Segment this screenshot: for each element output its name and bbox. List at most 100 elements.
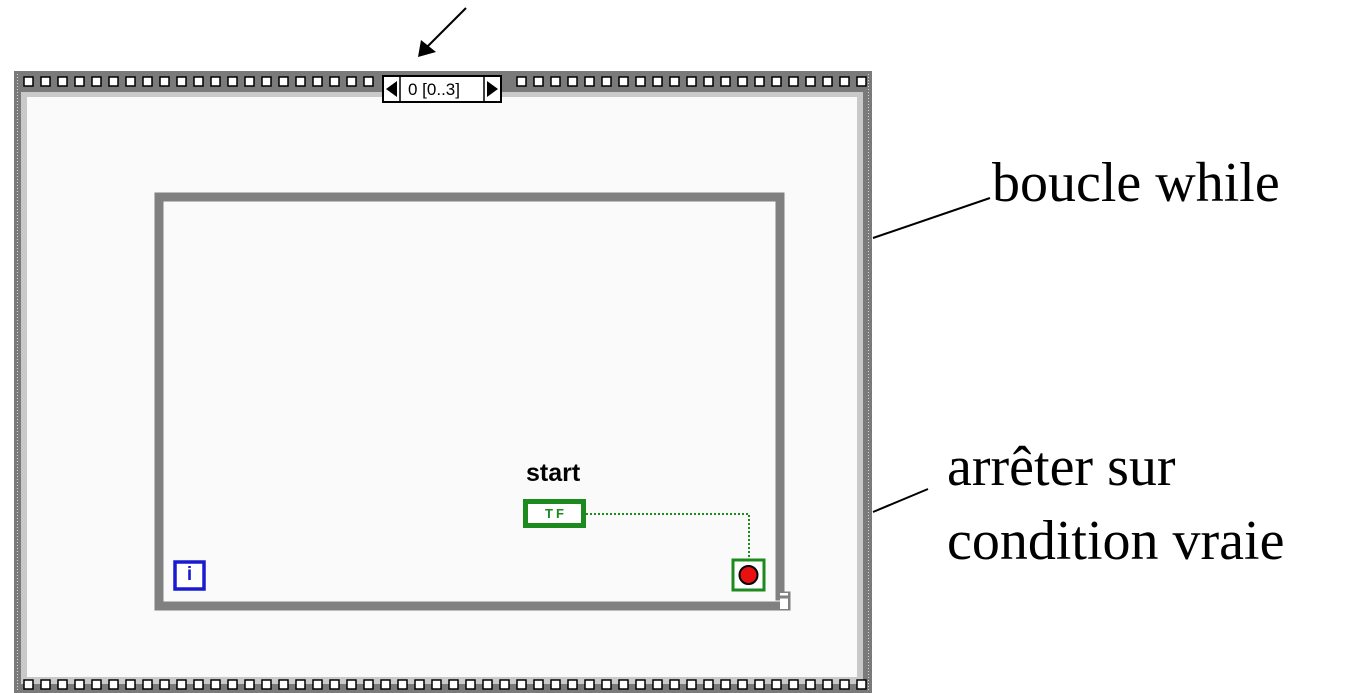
pointer-arrow <box>418 7 467 57</box>
stop-condition-annotation-line1: arrêter sur <box>947 436 1176 498</box>
sprocket-hole <box>227 679 238 690</box>
sprocket-hole <box>125 76 136 87</box>
boolean-control-start[interactable] <box>523 499 586 528</box>
sprocket-hole <box>74 76 85 87</box>
sprocket-hole <box>108 679 119 690</box>
sequence-structure-frame[interactable] <box>14 71 872 693</box>
sprocket-hole <box>261 679 272 690</box>
sprocket-hole <box>737 679 748 690</box>
sprocket-hole <box>329 76 340 87</box>
sprocket-hole <box>142 76 153 87</box>
sprocket-hole <box>210 679 221 690</box>
sprocket-hole <box>805 679 816 690</box>
sprocket-hole <box>720 76 731 87</box>
stop-dot-icon <box>738 565 759 585</box>
sprocket-hole <box>278 679 289 690</box>
sprocket-hole <box>788 76 799 87</box>
sprocket-hole <box>244 76 255 87</box>
sprocket-hole <box>567 76 578 87</box>
sprocket-hole <box>244 679 255 690</box>
iteration-terminal[interactable] <box>173 560 206 591</box>
sprocket-hole <box>567 679 578 690</box>
sprocket-hole <box>295 679 306 690</box>
frame-increment-arrow-icon[interactable] <box>483 77 498 101</box>
sprocket-hole <box>125 679 136 690</box>
sprocket-hole <box>57 679 68 690</box>
boolean-wire <box>586 513 750 560</box>
sprocket-hole <box>771 679 782 690</box>
sprocket-hole <box>465 679 476 690</box>
sprocket-hole <box>414 679 425 690</box>
sprocket-hole <box>142 679 153 690</box>
while-loop-border[interactable] <box>154 192 791 611</box>
sprocket-hole <box>91 76 102 87</box>
sprocket-hole <box>312 679 323 690</box>
sprocket-hole <box>108 76 119 87</box>
boolean-control-label: start <box>526 459 581 487</box>
stop-condition-terminal[interactable] <box>731 558 766 592</box>
sprocket-hole <box>261 76 272 87</box>
sprocket-hole <box>652 76 663 87</box>
sprocket-hole <box>754 76 765 87</box>
sprocket-hole <box>805 76 816 87</box>
sprocket-hole <box>652 679 663 690</box>
sprocket-hole <box>533 679 544 690</box>
sprocket-hole <box>584 679 595 690</box>
sprocket-hole <box>533 76 544 87</box>
sprocket-hole <box>329 679 340 690</box>
sprocket-hole <box>431 679 442 690</box>
sprocket-hole <box>210 76 221 87</box>
sprocket-hole <box>23 76 34 87</box>
sprocket-hole <box>686 679 697 690</box>
sprocket-hole <box>788 679 799 690</box>
sprocket-hole <box>856 679 867 690</box>
sprocket-hole <box>346 76 357 87</box>
sprocket-hole <box>312 76 323 87</box>
film-strip-bottom <box>23 679 867 690</box>
sprocket-hole <box>40 76 51 87</box>
iteration-terminal-label: i <box>186 564 193 585</box>
sprocket-hole <box>856 76 867 87</box>
frame-selector[interactable] <box>382 75 502 103</box>
stop-condition-annotation-line2: condition vraie <box>947 510 1285 572</box>
sprocket-hole <box>74 679 85 690</box>
sprocket-hole <box>550 679 561 690</box>
sprocket-hole <box>91 679 102 690</box>
sprocket-hole <box>363 76 374 87</box>
sprocket-hole <box>686 76 697 87</box>
frame-selector-value: 0 [0..3] <box>408 80 460 99</box>
sprocket-hole <box>193 679 204 690</box>
sprocket-hole <box>346 679 357 690</box>
film-strip-top <box>23 76 867 87</box>
sprocket-hole <box>669 76 680 87</box>
while-loop-leader-line <box>872 197 991 239</box>
stop-condition-leader-line <box>872 488 929 513</box>
sprocket-hole <box>618 76 629 87</box>
sprocket-hole <box>295 76 306 87</box>
sprocket-hole <box>822 76 833 87</box>
sprocket-hole <box>618 679 629 690</box>
boolean-control-terminal-text: TF <box>545 506 567 521</box>
sprocket-hole <box>159 679 170 690</box>
sprocket-hole <box>839 679 850 690</box>
sprocket-hole <box>550 76 561 87</box>
sprocket-hole <box>23 679 34 690</box>
sprocket-hole <box>839 76 850 87</box>
sprocket-hole <box>754 679 765 690</box>
sprocket-hole <box>40 679 51 690</box>
sprocket-hole <box>380 679 391 690</box>
sprocket-hole <box>176 76 187 87</box>
sprocket-hole <box>635 76 646 87</box>
sprocket-hole <box>703 76 714 87</box>
sprocket-hole <box>397 679 408 690</box>
sprocket-hole <box>363 679 374 690</box>
sprocket-hole <box>584 76 595 87</box>
sprocket-hole <box>771 76 782 87</box>
while-loop-annotation: boucle while <box>992 152 1280 214</box>
frame-decrement-arrow-icon[interactable] <box>386 77 401 101</box>
sprocket-hole <box>159 76 170 87</box>
sprocket-hole <box>737 76 748 87</box>
sprocket-hole <box>669 679 680 690</box>
sprocket-hole <box>193 76 204 87</box>
